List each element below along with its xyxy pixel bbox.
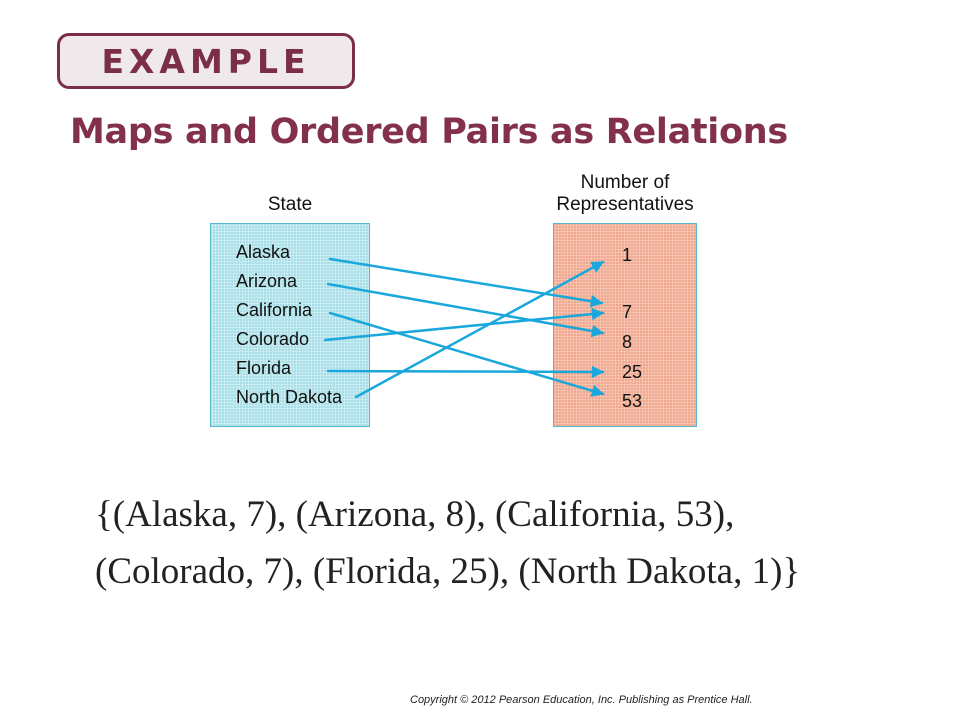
state-california: California — [236, 300, 313, 320]
number-7: 7 — [622, 302, 633, 322]
number-53: 53 — [622, 391, 643, 411]
number-25: 25 — [622, 362, 643, 382]
set-notation-line-1: {(Alaska, 7), (Arizona, 8), (California,… — [95, 494, 735, 535]
example-badge: EXAMPLE — [57, 33, 355, 89]
range-header-line-1: Number of — [580, 172, 670, 193]
range-header-line-2: Representatives — [556, 194, 694, 215]
copyright-notice: Copyright © 2012 Pearson Education, Inc.… — [410, 694, 753, 706]
domain-box — [210, 223, 370, 427]
set-notation-line-2: (Colorado, 7), (Florida, 25), (North Dak… — [95, 551, 801, 592]
number-8: 8 — [622, 332, 633, 352]
state-florida: Florida — [236, 358, 292, 378]
state-north-dakota: North Dakota — [236, 387, 343, 407]
state-colorado: Colorado — [236, 329, 310, 349]
state-arizona: Arizona — [236, 271, 298, 291]
page-title: Maps and Ordered Pairs as Relations — [70, 112, 788, 152]
domain-header: State — [267, 194, 313, 215]
number-1: 1 — [622, 245, 633, 265]
example-badge-label: EXAMPLE — [101, 41, 311, 81]
range-header: Number of Representatives — [540, 172, 710, 216]
state-alaska: Alaska — [236, 242, 291, 262]
